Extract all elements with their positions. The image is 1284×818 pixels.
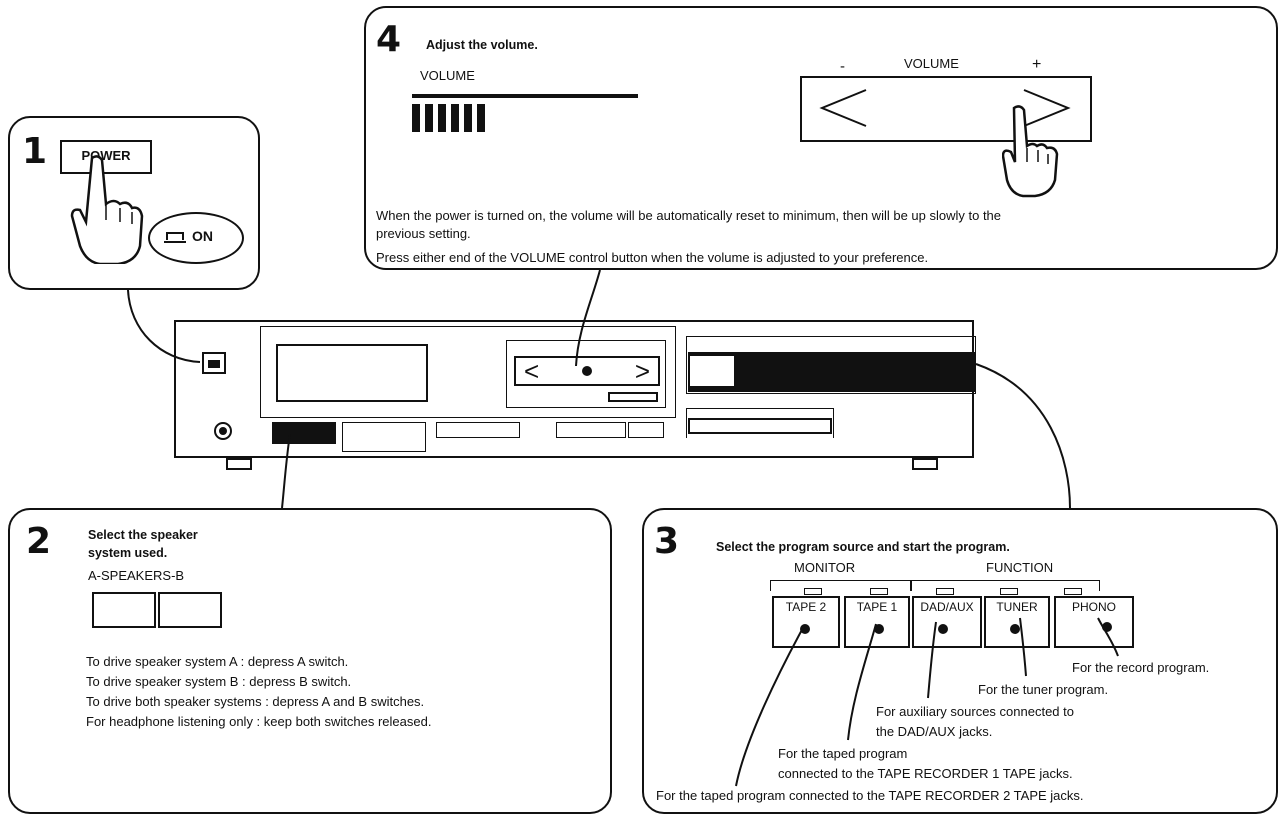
step1-panel: 1 POWER ON [8,116,260,290]
step4-number: 4 [376,19,402,60]
headphone-jack[interactable] [214,422,232,440]
speaker-b-switch[interactable] [158,592,222,628]
step4-text-line2: previous setting. [376,226,471,241]
step1-number: 1 [22,131,48,172]
tape2-button[interactable]: TAPE 2 [772,596,840,648]
step3-panel: 3 Select the program source and start th… [642,508,1278,814]
volume-control-label: VOLUME [904,56,959,71]
button-indicator-icon [800,624,810,634]
front-panel-frame [260,326,676,418]
button-indicator-icon [938,624,948,634]
aux-note-line2: the DAD/AUX jacks. [876,724,993,739]
pointing-hand-icon [70,155,144,264]
button-indicator-icon [1102,622,1112,632]
speaker-instruction: For headphone listening only : keep both… [86,714,432,729]
step2-number: 2 [26,521,52,562]
aux-note-line1: For auxiliary sources connected to [876,704,1074,719]
unit-button-row[interactable] [436,422,520,438]
tuner-button-label: TUNER [996,600,1038,614]
step4-panel: 4 Adjust the volume. VOLUME - VOLUME + W… [364,6,1278,270]
phono-button-label: PHONO [1071,600,1116,614]
speaker-a-switch[interactable] [92,592,156,628]
indicator-lamp [1064,588,1082,595]
unit-small-button[interactable] [608,392,658,402]
unit-button-row[interactable] [342,422,426,452]
unit-foot [912,458,938,470]
function-group-label: FUNCTION [986,560,1054,575]
tape1-note-line2: connected to the TAPE RECORDER 1 TAPE ja… [778,766,1073,781]
phono-button[interactable]: PHONO [1054,596,1134,648]
unit-sub-frame [686,408,834,438]
volume-control-frame [506,340,666,408]
step2-heading-line2: system used. [88,546,168,560]
dad-aux-button[interactable]: DAD/AUX [912,596,982,648]
speaker-switch-label: A-SPEAKERS-B [88,568,185,583]
indicator-lamp [804,588,822,595]
dad-aux-button-label: DAD/AUX [920,600,974,614]
step2-panel: 2 Select the speaker system used. A-SPEA… [8,508,612,814]
volume-minus-label: - [840,58,845,75]
indicator-lamp [870,588,888,595]
step2-heading-line1: Select the speaker [88,528,198,542]
unit-button-row[interactable] [556,422,626,438]
unit-volume-up-arrow[interactable]: > [634,356,650,386]
indicator-lamp [936,588,954,595]
volume-up-arrow-icon[interactable] [1022,88,1072,128]
step3-heading: Select the program source and start the … [716,540,1010,554]
step3-number: 3 [654,521,680,562]
monitor-bracket [770,580,912,591]
unit-volume-down-arrow[interactable]: < [524,356,540,386]
speaker-switches-dark[interactable] [272,422,336,444]
button-symbol-icon [164,232,186,243]
unit-selector-button-white[interactable] [688,354,736,388]
step4-text-line1: When the power is turned on, the volume … [376,208,1002,223]
volume-level-bar [412,94,638,98]
unit-power-button[interactable] [202,352,226,374]
volume-control-button[interactable] [800,76,1092,142]
tape2-note: For the taped program connected to the T… [656,788,1084,803]
tape2-button-label: TAPE 2 [785,600,827,614]
volume-down-arrow-icon[interactable] [818,88,868,128]
speaker-instruction: To drive both speaker systems : depress … [86,694,425,709]
monitor-group-label: MONITOR [794,560,856,575]
step4-heading: Adjust the volume. [426,38,538,52]
phono-note: For the record program. [1072,660,1210,675]
button-indicator-icon [874,624,884,634]
on-indicator: ON [148,212,244,264]
pointing-hand-icon [1002,105,1059,198]
unit-volume-control[interactable]: < > [514,356,660,386]
tuner-button[interactable]: TUNER [984,596,1050,648]
function-bracket [910,580,1100,591]
indicator-lamp [1000,588,1018,595]
display-window [276,344,428,402]
on-label: ON [192,228,213,244]
unit-selector-buttons[interactable] [688,352,976,392]
volume-level-indicator-icon [412,104,485,132]
tape1-button-label: TAPE 1 [856,600,898,614]
step4-text-line3: Press either end of the VOLUME control b… [376,250,929,265]
unit-button-row[interactable] [628,422,664,438]
speaker-instruction: To drive speaker system B : depress B sw… [86,674,352,689]
tape1-button[interactable]: TAPE 1 [844,596,910,648]
volume-level-label: VOLUME [420,68,475,83]
unit-sub-buttons[interactable] [688,418,832,434]
unit-foot [226,458,252,470]
tape1-note-line1: For the taped program [778,746,908,761]
speaker-instruction: To drive speaker system A : depress A sw… [86,654,349,669]
amplifier-unit: < > [174,320,976,458]
tuner-note: For the tuner program. [978,682,1109,697]
button-indicator-icon [1010,624,1020,634]
volume-plus-label: + [1032,56,1042,73]
